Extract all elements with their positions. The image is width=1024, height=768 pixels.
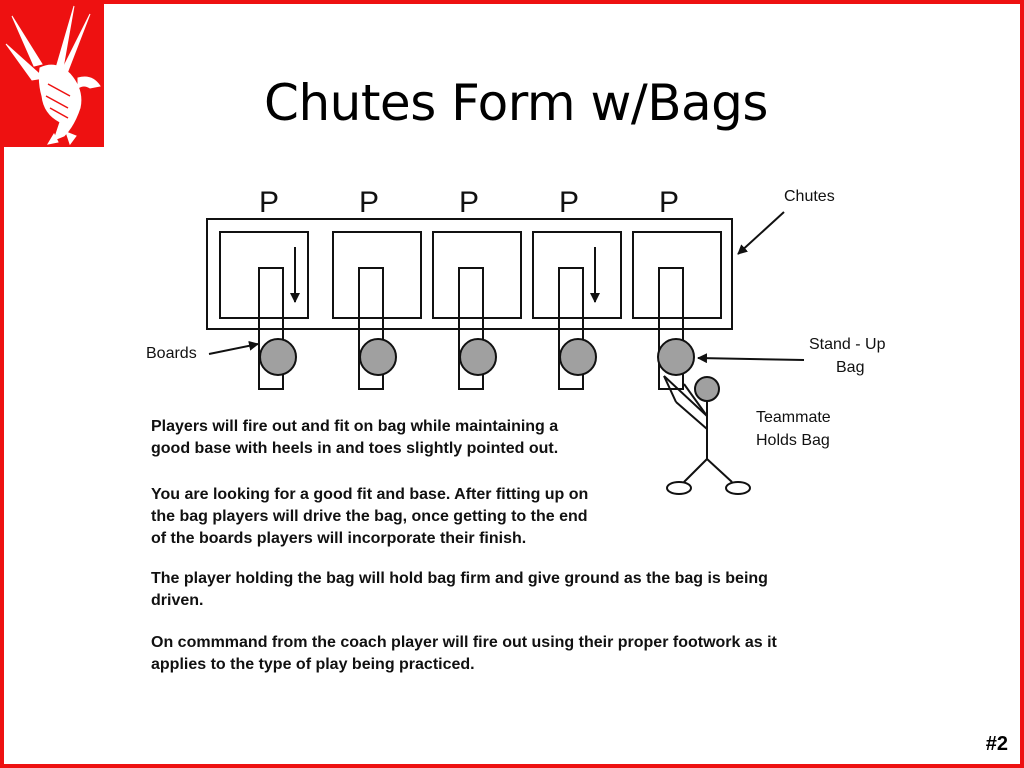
bag: [559, 338, 597, 376]
chutes-diagram: P P P P P: [146, 186, 886, 495]
bag: [259, 338, 297, 376]
instruction-paragraph-4: On commmand from the coach player will f…: [151, 634, 777, 673]
eagle-logo: [4, 4, 104, 147]
player-label: P: [459, 186, 479, 219]
teammate-label: Teammate: [756, 409, 831, 426]
player-label: P: [259, 186, 279, 219]
bag: [359, 338, 397, 376]
arrow-icon: [697, 353, 805, 364]
teammate-figure: [663, 375, 751, 495]
player-label: P: [559, 186, 579, 219]
standup-bag: [657, 338, 695, 376]
player-label: P: [659, 186, 679, 219]
slide-number: #2: [985, 733, 1008, 755]
bags: [259, 338, 695, 376]
player-label: P: [359, 186, 379, 219]
instruction-paragraph-1: Players will fire out and fit on bag whi…: [151, 418, 559, 457]
chutes-label: Chutes: [784, 188, 835, 205]
instruction-paragraph-3: The player holding the bag will hold bag…: [151, 570, 768, 609]
instruction-paragraph-2: You are looking for a good fit and base.…: [151, 486, 589, 547]
teammate-label: Holds Bag: [756, 432, 830, 449]
standup-bag-label: Bag: [836, 359, 864, 376]
slide-title: Chutes Form w/Bags: [264, 74, 768, 132]
eagle-icon: [5, 5, 101, 146]
bag: [459, 338, 497, 376]
arrow-icon: [737, 211, 785, 255]
arrow-icon: [208, 340, 259, 355]
standup-bag-label: Stand - Up: [809, 336, 886, 353]
boards-label: Boards: [146, 345, 197, 362]
